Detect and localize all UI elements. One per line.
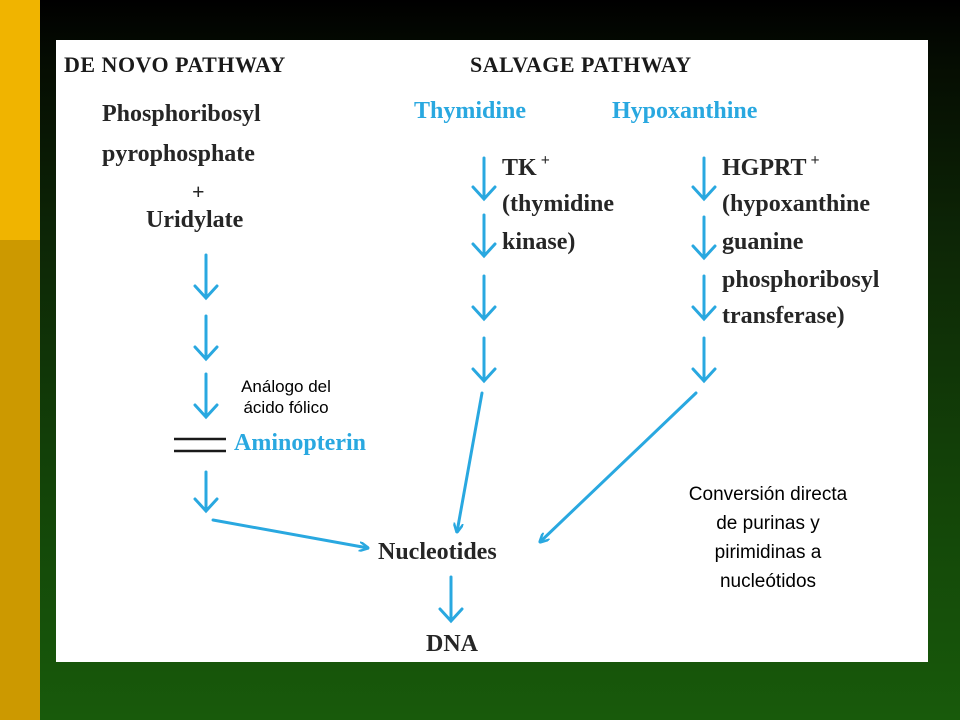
thymidine-to-nucleotides-arrow [457, 391, 484, 532]
pyrophosphate-label: pyrophosphate [102, 141, 255, 167]
inhibition-bars [174, 437, 226, 453]
hgprt-desc-line3: phosphoribosyl [722, 267, 880, 293]
direct-conversion-line4: nucleótidos [719, 571, 817, 592]
nucleotides-label: Nucleotides [378, 539, 497, 565]
direct-conversion-line1: Conversión directa [688, 484, 848, 505]
plus-sign: + [192, 179, 205, 204]
hypoxanthine-arrow-3 [691, 274, 717, 322]
dna-label: DNA [426, 631, 478, 657]
thymidine-arrow-2 [471, 213, 497, 259]
folic-analog-note-line1: Análogo del [241, 377, 331, 396]
folic-analog-note-line2: ácido fólico [243, 398, 329, 417]
tk-label: TK+ [502, 152, 550, 181]
hypoxanthine-arrow-2 [691, 215, 717, 261]
hgprt-label: HGPRT+ [722, 152, 820, 181]
thymidine-arrow-4 [471, 336, 497, 384]
direct-conversion-line3: pirimidinas a [714, 542, 822, 563]
accent-stripe-top [0, 0, 40, 240]
hgprt-desc-line4: transferase) [722, 303, 845, 329]
accent-stripe-bottom [0, 240, 40, 720]
hypoxanthine-arrow-4 [691, 336, 717, 384]
folic-analog-note: Análogo del ácido fólico [226, 376, 346, 418]
de-novo-arrow-2 [193, 314, 219, 362]
salvage-header: SALVAGE PATHWAY [470, 52, 692, 77]
hgprt-desc-line1: (hypoxanthine [722, 191, 871, 217]
de-novo-arrow-3 [193, 372, 219, 420]
de-novo-arrow-4 [193, 470, 219, 514]
diagram-panel: DE NOVO PATHWAY SALVAGE PATHWAY Phosphor… [56, 40, 928, 662]
thymidine-arrow-3 [471, 274, 497, 322]
aminopterin-label: Aminopterin [234, 430, 366, 456]
tk-desc-line1: (thymidine [502, 191, 615, 217]
hypoxanthine-to-nucleotides-arrow [540, 391, 698, 542]
nucleotides-to-dna-arrow [438, 575, 464, 624]
de-novo-to-nucleotides-arrow [211, 518, 368, 548]
de-novo-arrow-1 [193, 253, 219, 301]
arrows-layer [174, 156, 717, 624]
direct-conversion-line2: de purinas y [716, 513, 820, 534]
tk-desc-line2: kinase) [502, 229, 576, 255]
hypoxanthine-arrow-1 [691, 156, 717, 202]
phosphoribosyl-label: Phosphoribosyl [102, 101, 261, 127]
hypoxanthine-label: Hypoxanthine [612, 98, 758, 124]
de-novo-header: DE NOVO PATHWAY [64, 52, 286, 77]
thymidine-arrow-1 [471, 156, 497, 202]
direct-conversion-note: Conversión directa de purinas y pirimidi… [656, 480, 880, 596]
thymidine-label: Thymidine [414, 98, 527, 124]
uridylate-label: Uridylate [146, 207, 244, 233]
hgprt-desc-line2: guanine [722, 229, 804, 255]
